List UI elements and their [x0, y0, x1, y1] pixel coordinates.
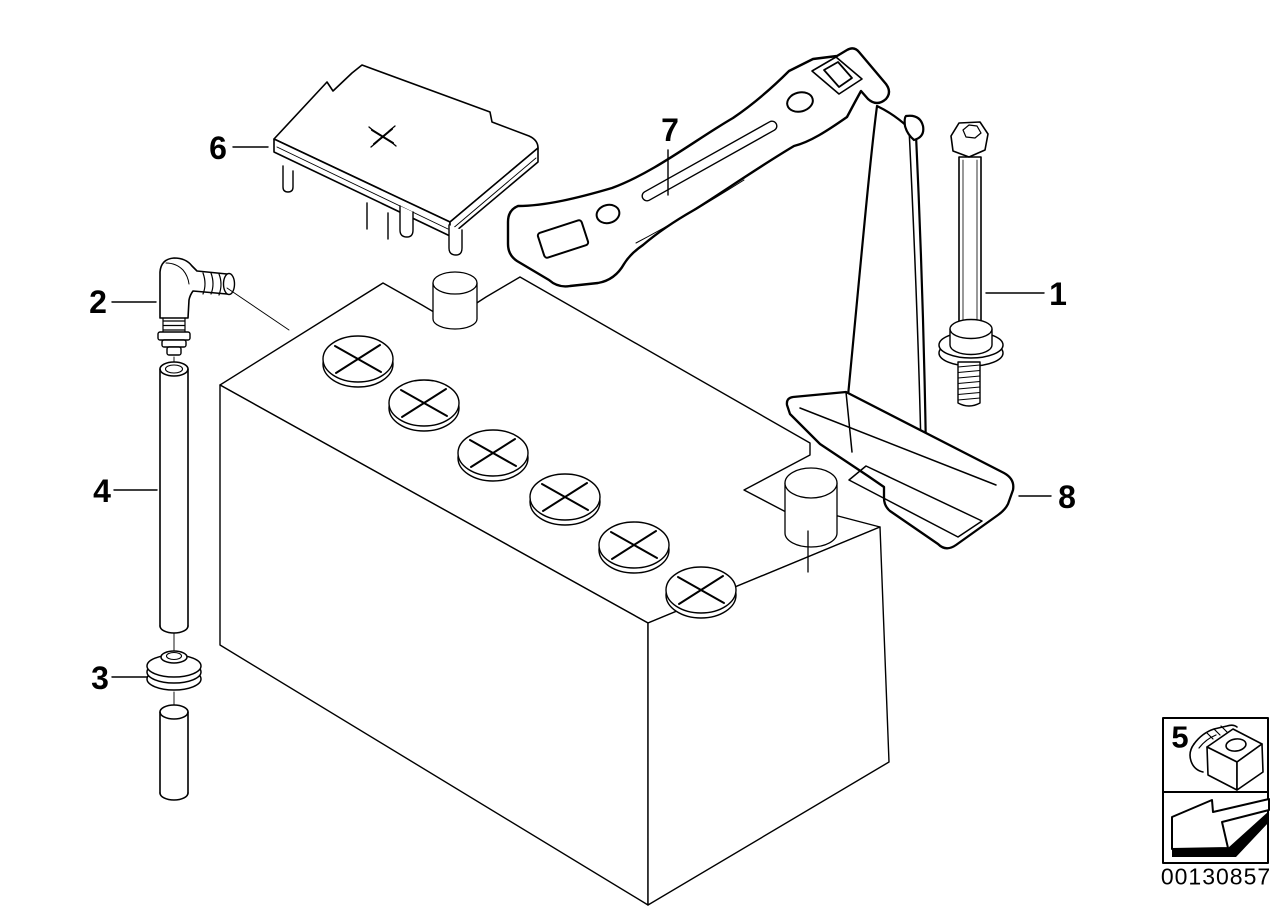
callout-3[interactable]: 3 [91, 660, 109, 696]
callout-4[interactable]: 4 [93, 473, 111, 509]
callout-8[interactable]: 8 [1058, 479, 1076, 515]
clamp-bracket [785, 390, 1015, 550]
battery-terminal-post-left [432, 271, 478, 330]
battery-terminal-clamp-icon [1189, 724, 1264, 791]
leader-lines [111, 146, 1052, 678]
hold-down-bolt [938, 121, 1004, 407]
callout-7[interactable]: 7 [661, 112, 679, 148]
grommet [146, 650, 202, 706]
cover-x-mark [368, 125, 397, 148]
callout-2[interactable]: 2 [89, 284, 107, 320]
battery-terminal-post-right [784, 467, 838, 548]
battery-cell-caps [322, 335, 737, 619]
vent-hose-upper [159, 361, 189, 654]
callout-5[interactable]: 5 [1171, 719, 1189, 755]
battery-cover-plate [273, 64, 539, 256]
vent-elbow-fitting [157, 257, 290, 367]
vent-hose-lower [159, 704, 189, 801]
inset-box[interactable] [1162, 717, 1270, 864]
callout-6[interactable]: 6 [209, 130, 227, 166]
battery-body [219, 271, 890, 906]
reuse-arrow-icon [1171, 798, 1270, 857]
callout-1[interactable]: 1 [1049, 276, 1067, 312]
drawing-number: 00130857 [1160, 863, 1272, 890]
